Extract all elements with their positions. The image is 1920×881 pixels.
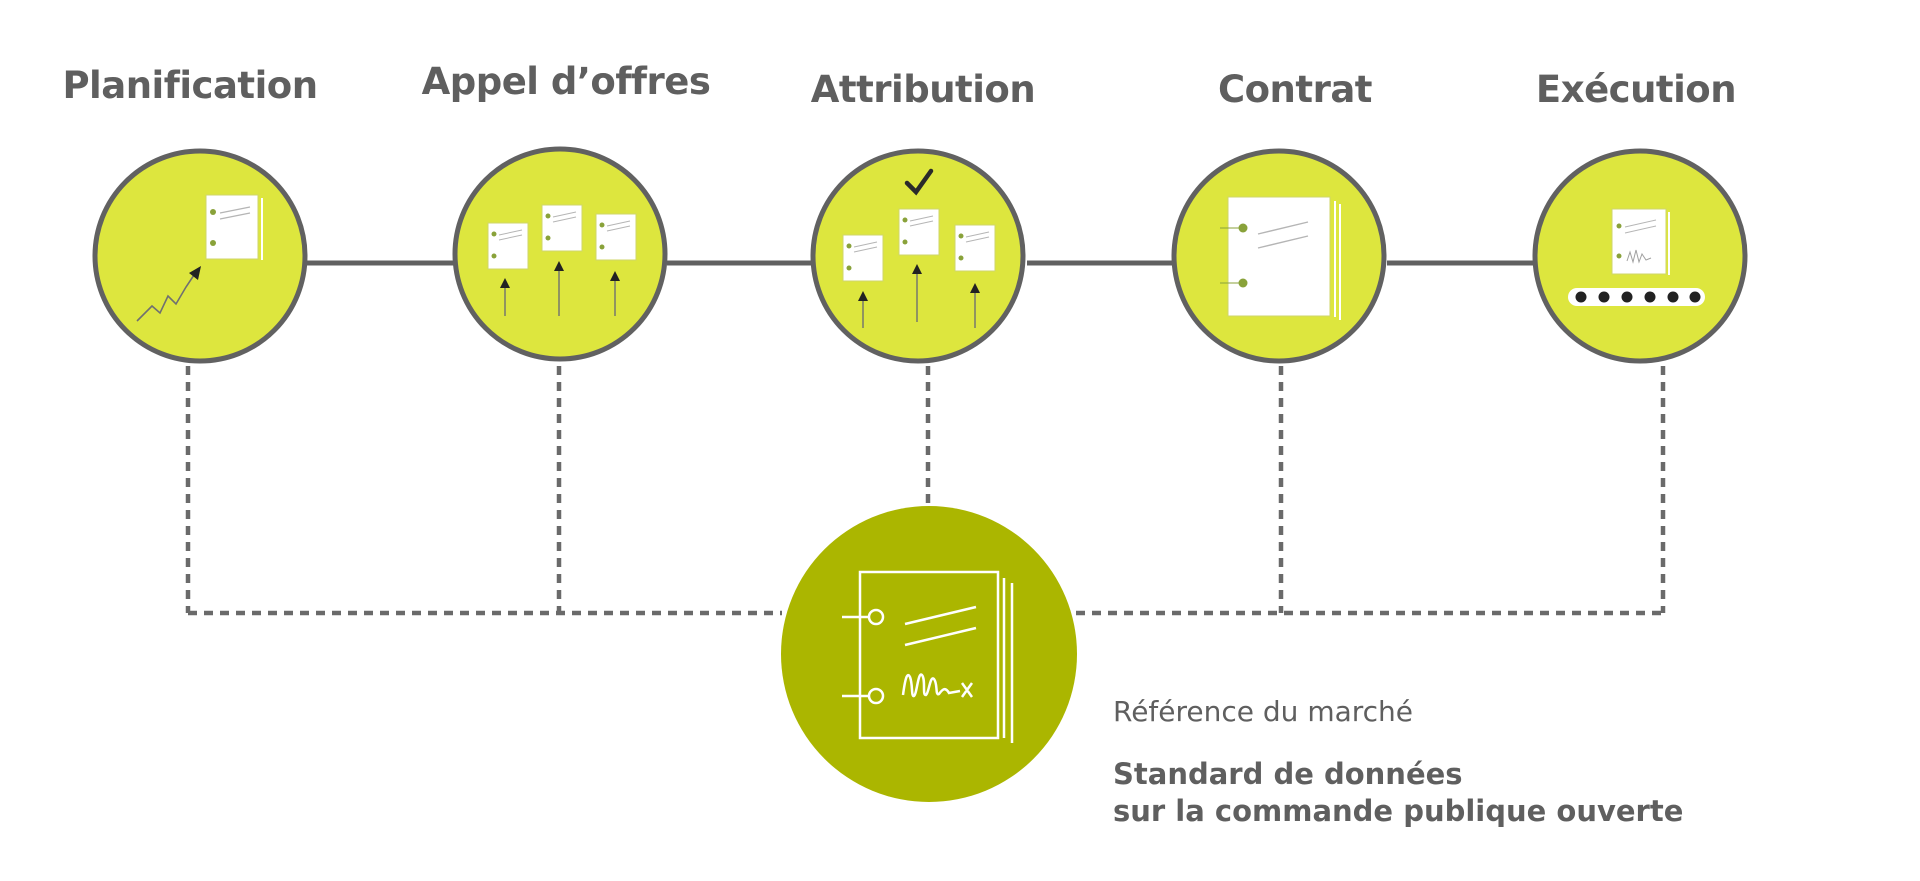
stage-circle-planning [92,148,308,364]
stage-circle-tender [452,146,668,362]
signed-contract-icon [842,570,1014,743]
dashed-links [185,366,1666,616]
stage-title-award: Attribution [810,68,1036,111]
stage-circle-contract [1171,148,1387,364]
implementation-conveyor-icon [1568,208,1705,306]
stage-title-tender: Appel d’offres [421,60,711,103]
standard-title: Standard de données sur la commande publ… [1113,756,1683,830]
stage-circle-award [810,148,1026,364]
contract-document-icon [1220,196,1341,320]
planning-chart-icon [136,194,263,322]
reference-label: Référence du marché [1113,695,1414,728]
standard-title-line-1: Standard de données [1113,757,1463,791]
tender-documents-icon [487,204,637,316]
award-checkmark-icon [842,168,996,328]
standard-title-line-2: sur la commande publique ouverte [1113,794,1684,828]
stage-circle-implementation [1532,148,1748,364]
stage-title-implementation: Exécution [1535,68,1737,111]
stage-title-planning: Planification [62,64,318,107]
ocid-reference-circle [781,506,1077,802]
stage-title-contract: Contrat [1217,68,1373,111]
